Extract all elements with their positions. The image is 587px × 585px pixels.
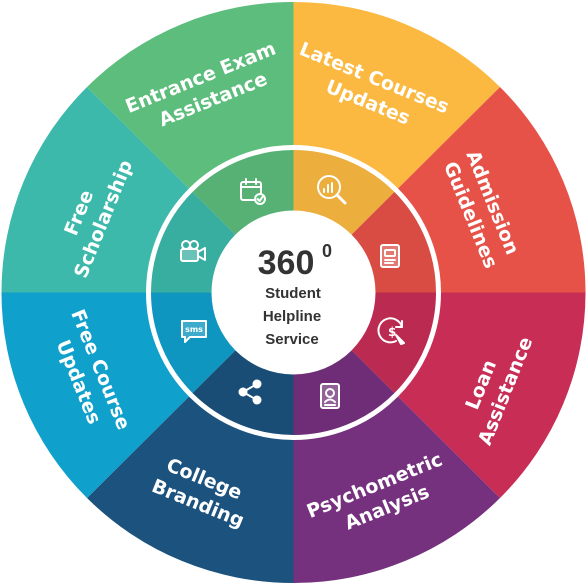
svg-text:sms: sms	[185, 325, 203, 334]
segment-free-scholarship	[1, 87, 294, 293]
segment-college-branding	[87, 292, 294, 584]
center-number: 360	[258, 244, 315, 282]
segment-admission-guidelines	[293, 87, 586, 293]
sms-icon: sms	[181, 320, 207, 343]
center-line2: Helpline	[263, 308, 321, 325]
center-text: 360 0 Student Helpline Service	[258, 241, 332, 348]
share-icon	[238, 379, 262, 405]
segment-entrance-exam-assistance	[87, 1, 294, 293]
segment-icons: $ sms	[180, 175, 405, 409]
svg-text:$: $	[388, 325, 396, 339]
separator-ring	[146, 145, 441, 440]
magnifier-chart-icon	[317, 175, 347, 205]
segment-loan-assistance	[293, 292, 586, 498]
center-line3: Service	[265, 331, 318, 348]
segment-free-course-updates	[1, 292, 294, 498]
dollar-hand-icon: $	[377, 317, 405, 345]
center-circle	[211, 210, 376, 375]
segment-psychometric-analysis	[293, 292, 500, 584]
calendar-check-icon	[240, 178, 266, 205]
profile-report-icon	[320, 383, 340, 409]
document-icon	[380, 244, 400, 268]
center-superscript: 0	[322, 241, 332, 261]
video-camera-icon	[180, 240, 206, 262]
center-line1: Student	[265, 285, 321, 302]
segment-latest-courses-updates	[293, 1, 500, 293]
